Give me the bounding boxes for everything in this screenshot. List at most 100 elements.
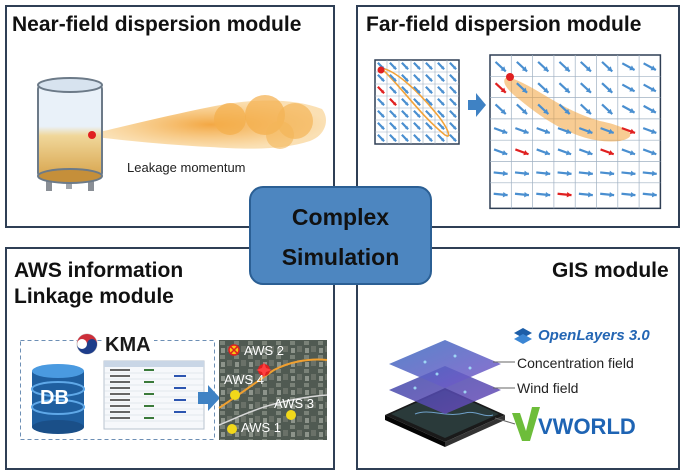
large-grid-arrow [600,191,615,198]
small-grid-arrow [437,74,445,82]
large-grid-arrow [558,61,571,73]
large-grid-arrow [600,170,615,177]
large-grid-arrow [557,170,572,177]
large-grid-arrow [516,82,528,94]
large-grid-arrow [579,82,592,94]
far-field-title: Far-field dispersion module [366,13,642,36]
large-grid-arrow [642,148,657,156]
aws-title-line1: AWS information [14,259,184,282]
grid-icon [374,54,662,210]
kma-label: KMA [102,334,154,357]
small-grid-arrow [389,110,397,118]
small-grid-arrow [437,122,445,130]
large-grid-arrow [494,61,507,73]
small-grid-arrow [377,86,385,94]
small-grid-arrow [401,74,409,82]
large-grid-arrow [621,170,636,177]
small-grid-arrow [413,134,421,142]
gis-title: GIS module [552,259,669,282]
small-grid-arrow [425,74,433,82]
large-grid-arrow [557,127,572,134]
large-grid-arrow [516,61,528,73]
large-grid-arrow [578,170,593,177]
concentration-label: Concentration field [517,355,634,371]
complex-simulation-box: Complex Simulation [249,186,432,285]
large-grid-arrow [514,191,530,198]
large-grid-arrow [557,191,572,198]
large-plume [504,77,631,142]
db-label: DB [40,387,69,409]
large-grid-arrow [537,82,550,94]
large-grid-arrow [642,127,657,134]
station-label-aws1: AWS 1 [241,420,281,435]
large-grid-arrow [514,127,529,134]
small-grid-arrow [437,110,445,118]
aws-title-line2: Linkage module [14,285,174,308]
small-grid-arrow [389,74,397,82]
small-grid-arrow [425,98,433,106]
vworld-logo-icon [512,407,540,441]
small-grid-arrow [401,62,409,70]
kma-table-icon [103,360,205,430]
large-grid-arrow [642,191,657,198]
small-grid-arrow [413,110,421,118]
large-grid-arrow [600,148,615,156]
small-grid-arrow [437,62,445,70]
vworld-label: VWORLD [538,414,636,439]
small-grid-arrow [377,110,385,118]
kma-logo-icon [76,333,98,355]
small-grid-arrow [425,62,433,70]
large-grid-arrow [536,127,551,134]
wind-label: Wind field [517,380,579,396]
small-grid-arrow [437,86,445,94]
station-label-aws2: AWS 2 [244,343,284,358]
large-grid-arrow [601,82,614,94]
large-grid-arrow [601,103,614,115]
large-grid-arrow [558,103,571,115]
small-grid-arrow [413,122,421,130]
small-grid-arrow [377,134,385,142]
small-grid-arrow [413,74,421,82]
small-grid-arrow [401,110,409,118]
large-grid-arrow [536,191,551,198]
center-line1: Complex [291,204,390,230]
small-grid-arrow [401,86,409,94]
near-field-title: Near-field dispersion module [12,13,302,36]
database-icon [31,364,85,434]
large-grid-arrow [578,127,593,134]
small-grid-arrow [437,98,445,106]
openlayers-label: OpenLayers 3.0 [538,327,650,344]
large-grid-arrow [621,148,636,156]
small-source-dot [377,66,385,74]
plume-icon [95,95,326,149]
small-grid-arrow [389,98,397,106]
large-source-dot [506,73,514,81]
small-grid-arrow [377,98,385,106]
large-grid-arrow [579,61,592,73]
grid-arrow-icon [468,93,486,117]
small-grid-arrow [389,122,397,130]
large-grid-arrow [578,148,593,156]
large-grid-arrow [493,127,508,134]
gis-layers-icon [385,340,516,447]
arrow-right-icon [198,385,220,411]
large-grid-arrow [537,61,550,73]
large-grid-arrow [621,62,636,71]
small-grid-arrow [449,86,457,94]
small-grid-arrow [425,134,433,142]
small-grid-arrow [449,122,457,130]
openlayers-logo-icon [514,328,532,344]
leakage-label: Leakage momentum [127,160,246,175]
small-grid-arrow [425,110,433,118]
large-grid-arrow [494,103,507,115]
small-grid-arrow [449,74,457,82]
large-grid-arrow [514,148,529,156]
small-grid-arrow [449,62,457,70]
small-grid-arrow [401,122,409,130]
large-grid-arrow [493,191,508,198]
center-line2: Simulation [281,244,400,270]
small-grid-arrow [449,110,457,118]
small-grid-arrow [449,134,457,142]
large-grid-arrow [557,148,572,156]
large-grid-arrow [558,82,571,94]
